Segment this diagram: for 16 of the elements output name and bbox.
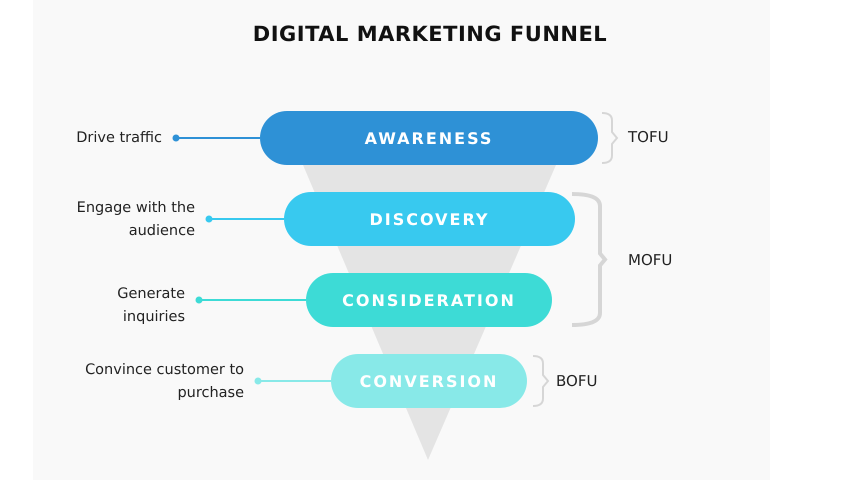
- title: DIGITAL MARKETING FUNNEL: [252, 22, 608, 46]
- stage-description: Drive traffic: [76, 128, 162, 148]
- stage-pill: CONSIDERATION: [306, 273, 552, 327]
- stage-description: Convince customer to purchase: [84, 361, 244, 403]
- leader-line: [206, 216, 284, 222]
- stage-description: Generate inquiries: [116, 285, 185, 327]
- stage-pill: CONVERSION: [331, 354, 527, 408]
- stage-pill: DISCOVERY: [284, 192, 575, 246]
- stage-pill: AWARENESS: [260, 111, 598, 165]
- stage-description: Engage with the audience: [76, 199, 195, 241]
- funnel-stage-label: TOFU: [628, 128, 669, 146]
- leader-line: [196, 296, 306, 304]
- funnel-stage-label: MOFU: [628, 251, 672, 269]
- leader-line: [172, 134, 260, 142]
- leader-line: [254, 378, 331, 384]
- funnel-stage-label: BOFU: [556, 372, 598, 390]
